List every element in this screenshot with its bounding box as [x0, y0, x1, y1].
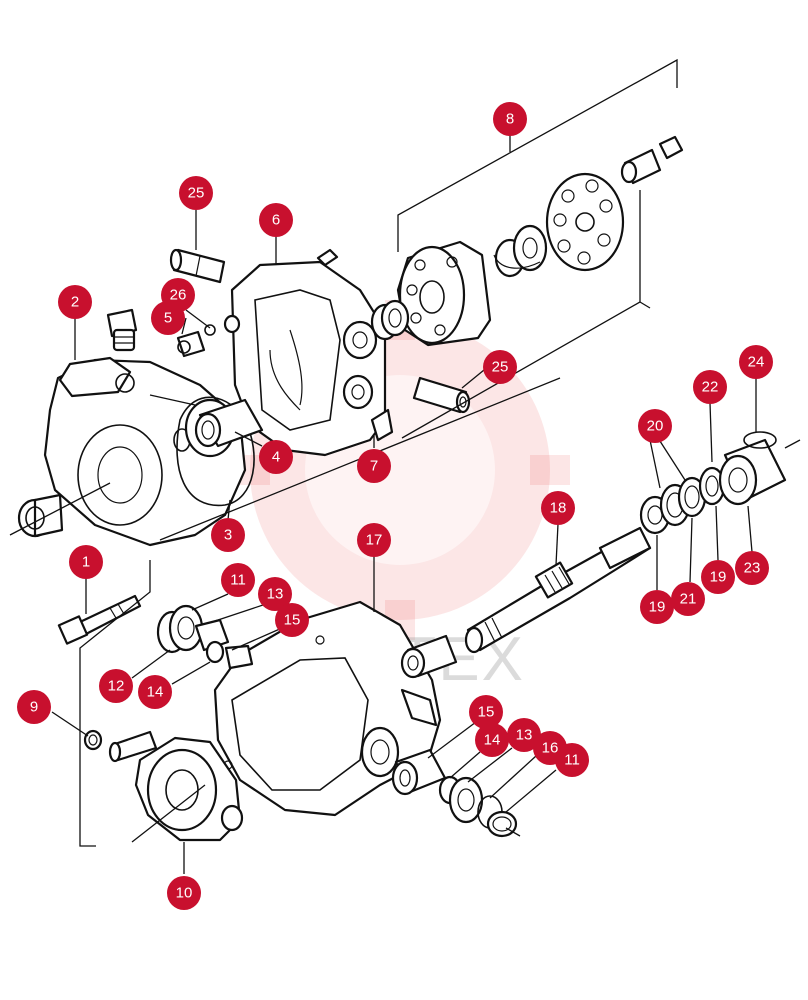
svg-text:25: 25	[188, 185, 205, 202]
callout-2: 2	[58, 285, 92, 319]
svg-text:21: 21	[680, 591, 697, 608]
callout-12: 12	[99, 669, 133, 703]
svg-text:6: 6	[272, 212, 280, 229]
shaft-axis-line	[784, 439, 801, 449]
callout-7: 7	[357, 449, 391, 483]
svg-text:10: 10	[176, 885, 193, 902]
front-pump-housing	[43, 356, 247, 547]
bearing-ring	[370, 299, 410, 341]
svg-text:3: 3	[224, 527, 232, 544]
svg-text:25: 25	[492, 359, 509, 376]
svg-text:13: 13	[267, 586, 284, 603]
bolt	[57, 594, 142, 645]
callout-15-right: 15	[469, 695, 503, 729]
callout-16: 16	[533, 731, 567, 765]
svg-text:9: 9	[30, 699, 38, 716]
callout-25-top: 25	[179, 176, 213, 210]
callout-25-lower: 25	[483, 350, 517, 384]
svg-text:16: 16	[542, 740, 559, 757]
pin-top	[169, 248, 226, 284]
svg-text:13: 13	[516, 727, 533, 744]
o-ring-inner	[88, 734, 98, 746]
bearing-assembly-right	[391, 748, 518, 838]
o-ring	[83, 729, 103, 751]
svg-text:18: 18	[550, 500, 567, 517]
svg-text:5: 5	[164, 310, 172, 327]
callout-20: 20	[638, 409, 672, 443]
svg-text:1: 1	[82, 554, 90, 571]
svg-text:7: 7	[370, 458, 378, 475]
callout-14-left: 14	[138, 675, 172, 709]
end-cover	[108, 730, 244, 842]
callout-9: 9	[17, 690, 51, 724]
svg-text:20: 20	[647, 418, 664, 435]
shaft-bearing	[400, 634, 458, 679]
svg-text:22: 22	[702, 379, 719, 396]
callout-21: 21	[671, 582, 705, 616]
bearing-assembly-left	[156, 604, 254, 670]
svg-text:19: 19	[649, 599, 666, 616]
callout-26: 26	[161, 278, 195, 312]
pivot-pins	[620, 135, 684, 185]
svg-text:24: 24	[748, 354, 765, 371]
needle-bearing-left	[17, 493, 64, 538]
main-shaft	[464, 526, 652, 654]
callout-11-left: 11	[221, 563, 255, 597]
svg-text:4: 4	[272, 449, 280, 466]
callout-14-right: 14	[475, 723, 509, 757]
svg-text:15: 15	[284, 612, 301, 629]
dowel-pin	[316, 248, 339, 267]
callout-8: 8	[493, 102, 527, 136]
leader-lines	[9, 58, 757, 874]
svg-text:23: 23	[744, 560, 761, 577]
main-housing	[213, 600, 442, 817]
svg-text:11: 11	[564, 752, 580, 769]
svg-text:17: 17	[366, 532, 383, 549]
callout-22: 22	[693, 370, 727, 404]
callout-3: 3	[211, 518, 245, 552]
swash-plate	[545, 172, 625, 272]
svg-text:26: 26	[170, 287, 187, 304]
svg-text:14: 14	[484, 732, 501, 749]
callout-19-left: 19	[640, 590, 674, 624]
callout-18: 18	[541, 491, 575, 525]
pin-lower	[412, 376, 471, 414]
callout-10: 10	[167, 876, 201, 910]
svg-text:19: 19	[710, 569, 727, 586]
shaft-seal-set	[639, 431, 787, 535]
callout-13-left: 13	[258, 577, 292, 611]
callout-24: 24	[739, 345, 773, 379]
svg-text:11: 11	[230, 572, 246, 589]
spring-retainer	[493, 224, 548, 278]
callout-1: 1	[69, 545, 103, 579]
callout-19-right: 19	[701, 560, 735, 594]
plug	[106, 308, 138, 352]
check-valve	[176, 314, 241, 358]
gasket	[176, 396, 255, 507]
svg-text:15: 15	[478, 704, 495, 721]
callout-15-left: 15	[275, 603, 309, 637]
bushing	[194, 398, 264, 448]
callout-6: 6	[259, 203, 293, 237]
svg-text:14: 14	[147, 684, 164, 701]
callout-4: 4	[259, 440, 293, 474]
svg-text:8: 8	[506, 111, 514, 128]
svg-text:2: 2	[71, 294, 79, 311]
cylinder-block	[396, 240, 492, 347]
callout-17: 17	[357, 523, 391, 557]
svg-text:12: 12	[108, 678, 125, 695]
callout-23: 23	[735, 551, 769, 585]
callout-13-right: 13	[507, 718, 541, 752]
